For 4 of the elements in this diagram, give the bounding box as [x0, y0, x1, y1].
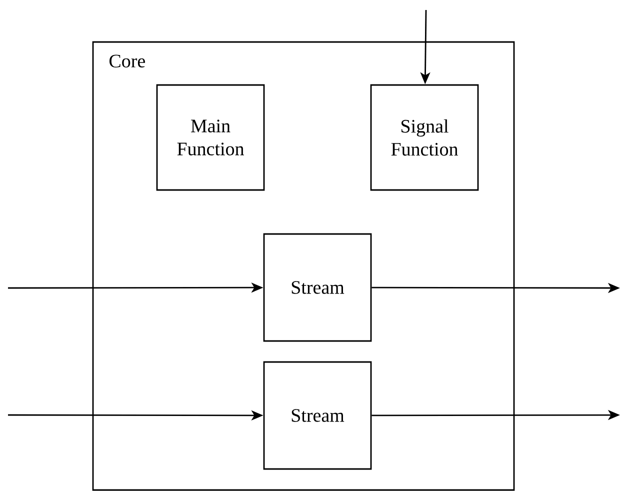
- stream-box: Stream: [263, 233, 372, 342]
- function-box: Main Function: [156, 84, 265, 191]
- function-box: Signal Function: [370, 84, 479, 191]
- stream-box: Stream: [263, 361, 372, 470]
